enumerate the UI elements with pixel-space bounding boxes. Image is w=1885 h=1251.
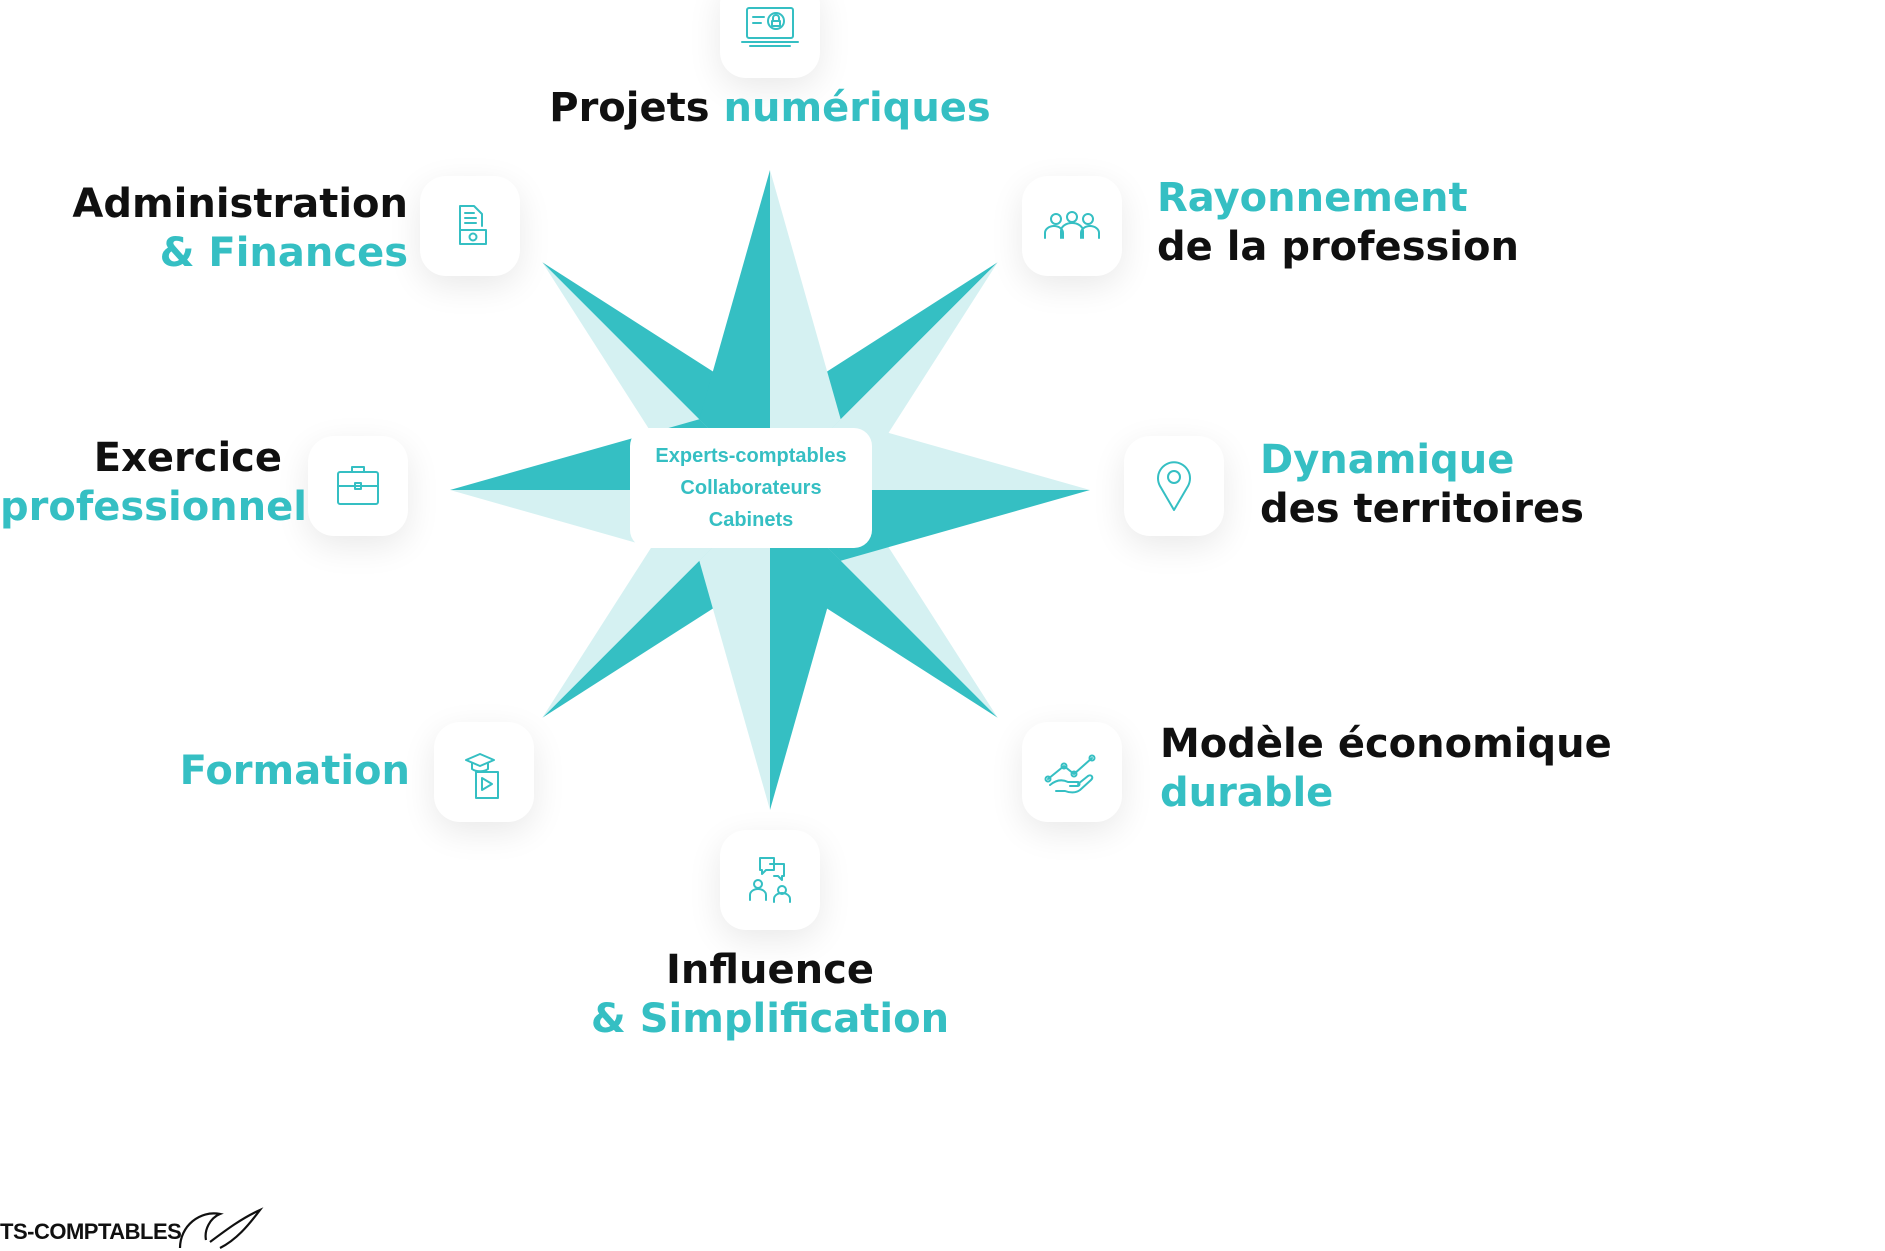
hand-growth-chart-icon [1044, 754, 1096, 794]
projets-line1: Projets [549, 85, 710, 131]
administration-line1: Administration [72, 181, 408, 227]
influence-label: Influence & Simplification [520, 946, 1020, 1044]
formation-line1: Formation [179, 748, 410, 794]
projets-line2: numériques [723, 85, 991, 131]
exercice-label: Exercice professionnel [0, 434, 307, 532]
administration-line2: & Finances [159, 230, 408, 276]
rayonnement-label: Rayonnement de la profession [1157, 174, 1519, 272]
diagonal-star-point-0-left [770, 262, 998, 490]
diagonal-star-point-3-right [542, 262, 770, 490]
exercice-line2: professionnel [0, 484, 307, 530]
rayonnement-icon-card [1022, 176, 1122, 276]
people-group-icon [1044, 211, 1100, 239]
dynamique-line2: des territoires [1260, 486, 1584, 532]
discussion-people-icon [749, 857, 791, 903]
center-line-collaborateurs: Collaborateurs [680, 477, 822, 499]
logo-text: TS-COMPTABLES [0, 1219, 182, 1244]
dynamique-icon-card [1124, 436, 1224, 536]
formation-icon-card [434, 722, 534, 822]
administration-label: Administration & Finances [0, 180, 408, 278]
projets-icon-card [720, 0, 820, 78]
modele-line1: Modèle économique [1160, 721, 1612, 767]
exercice-icon-card [308, 436, 408, 536]
modele-line2: durable [1160, 770, 1334, 816]
modele-label: Modèle économique durable [1160, 720, 1612, 818]
influence-line1: Influence [666, 947, 874, 993]
administration-icon-card [420, 176, 520, 276]
projets-label: Projets numériques [520, 84, 1020, 133]
cardinal-star-point-0-right [770, 170, 841, 490]
briefcase-icon [337, 466, 379, 505]
graduation-video-icon [465, 753, 499, 799]
influence-line2: & Simplification [590, 996, 950, 1042]
logo: TS-COMPTABLES [0, 1196, 320, 1251]
cardinal-star-point-2-right [699, 490, 770, 810]
laptop-lock-icon [741, 7, 799, 47]
center-line-cabinets: Cabinets [708, 509, 794, 531]
center-audience-box: Experts-comptables Collaborateurs Cabine… [630, 428, 872, 548]
influence-icon-card [720, 830, 820, 930]
cardinal-star-point-2-left [770, 490, 841, 810]
rayonnement-line2: de la profession [1157, 224, 1519, 270]
center-line-experts: Experts-comptables [655, 445, 847, 467]
exercice-line1: Exercice [93, 435, 282, 481]
rayonnement-line1: Rayonnement [1157, 175, 1468, 221]
formation-label: Formation [110, 747, 410, 796]
cardinal-star-point-0-left [699, 170, 770, 490]
dynamique-line1: Dynamique [1260, 437, 1515, 483]
logo-signature-mark [178, 1207, 264, 1249]
location-pin-icon [1157, 461, 1191, 511]
document-money-icon [459, 205, 487, 245]
dynamique-label: Dynamique des territoires [1260, 436, 1584, 534]
modele-icon-card [1022, 722, 1122, 822]
